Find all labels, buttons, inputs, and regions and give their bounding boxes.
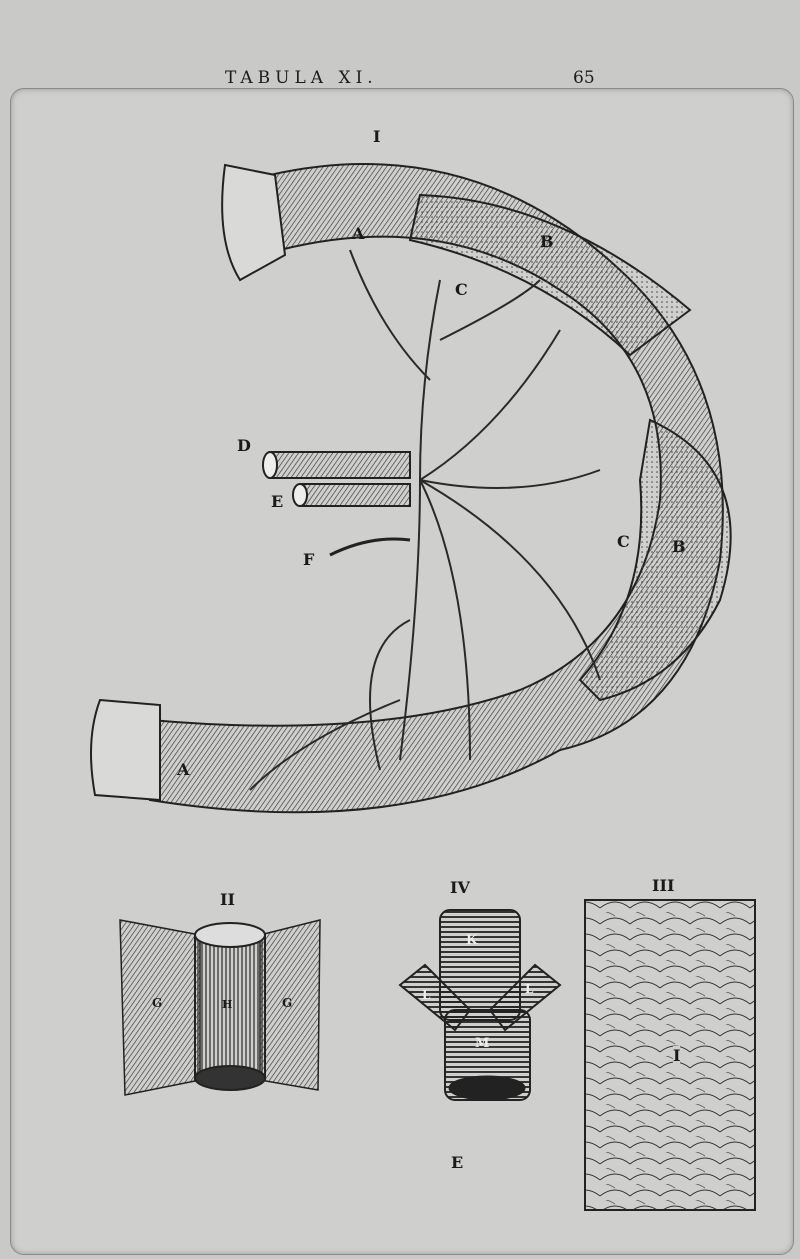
label-a-top: A <box>352 224 365 243</box>
label-a-bottom: A <box>177 760 190 779</box>
label-l-left: L <box>422 988 431 1002</box>
fig2-numeral: II <box>220 890 235 909</box>
tissue-texture-figure <box>584 899 756 1211</box>
label-k: K <box>466 933 478 948</box>
page-number: 65 <box>573 68 595 88</box>
label-d: D <box>237 436 251 455</box>
fig3-numeral: III <box>652 876 675 895</box>
label-i: I <box>673 1046 681 1065</box>
fig4-caption: E <box>451 1153 464 1172</box>
vessel-membrane-figure <box>119 919 321 1096</box>
label-c-top: C <box>455 280 468 299</box>
intestine-figure <box>90 163 732 814</box>
label-b-right: B <box>672 537 686 556</box>
branching-vessel-figure <box>398 909 562 1101</box>
header-title: TABULA XI. <box>225 68 378 88</box>
label-b-top: B <box>540 232 554 251</box>
label-m: M <box>475 1036 490 1051</box>
label-h: H <box>222 998 233 1011</box>
label-g-left: G <box>152 996 163 1010</box>
label-g-right: G <box>282 996 293 1010</box>
label-e: E <box>271 492 284 511</box>
fig1-numeral: I <box>373 127 381 146</box>
label-c-right: C <box>617 532 630 551</box>
fig4-numeral: IV <box>450 878 470 897</box>
label-f: F <box>303 550 315 569</box>
label-l-right: L <box>525 982 534 996</box>
